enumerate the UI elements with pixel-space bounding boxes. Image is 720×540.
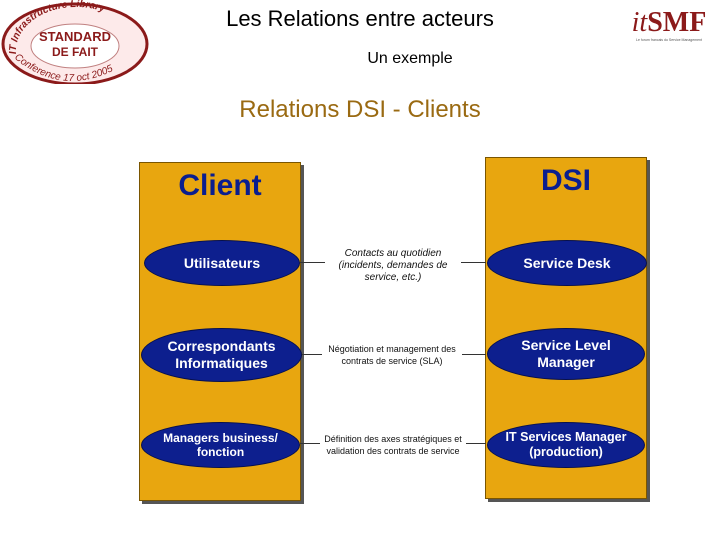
client-panel-title: Client — [178, 169, 262, 202]
slide-title: Les Relations entre acteurs — [226, 6, 494, 31]
dsi-panel-title: DSI — [540, 164, 591, 197]
seal-line-1: STANDARD — [39, 29, 111, 44]
itsmf-wordmark: itSMF — [631, 7, 707, 38]
actor-service-desk: Service Desk — [487, 240, 647, 286]
relation-label-3: Définition des axes stratégiques et vali… — [320, 433, 466, 457]
actor-utilisateurs: Utilisateurs — [144, 240, 300, 286]
actor-it-services-manager: IT Services Manager (production) — [487, 422, 645, 468]
actor-correspondants-informatiques: Correspondants Informatiques — [141, 328, 302, 382]
relation-label-2: Négotiation et management des contrats d… — [322, 343, 462, 367]
itsmf-tagline: Le forum francais du Service Management — [636, 38, 702, 42]
itsmf-logo: itSMF Le forum francais du Service Manag… — [626, 8, 712, 52]
relation-label-1: Contacts au quotidien (incidents, demand… — [325, 248, 461, 284]
standard-de-fait-seal-logo: IT Infrastructure Library STANDARD DE FA… — [1, 0, 149, 84]
seal-line-2: DE FAIT — [52, 45, 99, 59]
slide-subtitle: Un exemple — [367, 50, 453, 67]
actor-managers-business: Managers business/ fonction — [141, 422, 300, 468]
actor-service-level-manager: Service Level Manager — [487, 328, 645, 380]
diagram-heading: Relations DSI - Clients — [239, 96, 481, 123]
